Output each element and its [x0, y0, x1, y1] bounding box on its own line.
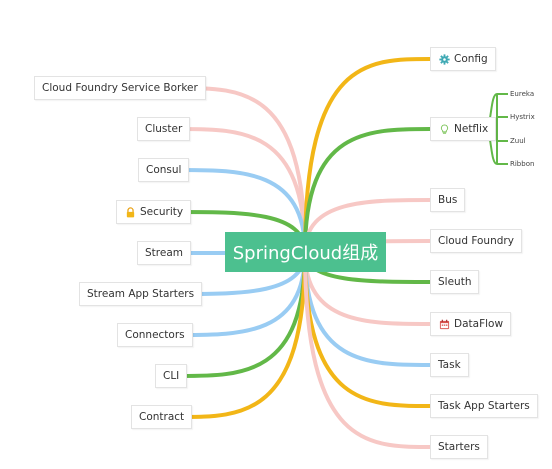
node-netflix[interactable]: Netflix	[430, 117, 497, 141]
node-task[interactable]: Task	[430, 353, 469, 377]
connector-left-1	[178, 127, 307, 254]
netflix-child-hystrix[interactable]: Hystrix	[510, 113, 535, 121]
lightbulb-icon	[438, 123, 450, 135]
node-label: Starters	[438, 441, 480, 453]
node-consul[interactable]: Consul	[138, 158, 190, 182]
connector-left-2	[178, 168, 307, 254]
node-label: Task App Starters	[438, 400, 530, 412]
node-label: Stream	[145, 247, 183, 259]
netflix-child-ribbon[interactable]: Ribbon	[510, 160, 535, 168]
node-cloud-foundry-service-borker[interactable]: Cloud Foundry Service Borker	[34, 76, 206, 100]
center-topic[interactable]: SpringCloud组成	[225, 232, 386, 272]
node-label: Cluster	[145, 123, 183, 135]
node-task-app-starters[interactable]: Task App Starters	[430, 394, 538, 418]
node-dataflow[interactable]: DataFlow	[430, 312, 512, 336]
connector-right-0	[303, 57, 432, 254]
node-label: Stream App Starters	[87, 288, 195, 300]
node-stream[interactable]: Stream	[137, 241, 191, 265]
connector-right-1	[303, 127, 432, 254]
node-label: Consul	[146, 164, 182, 176]
node-label: Sleuth	[438, 276, 472, 288]
calendar-icon	[438, 318, 450, 330]
node-label: Contract	[139, 411, 185, 423]
node-label: Bus	[438, 194, 458, 206]
node-connectors[interactable]: Connectors	[117, 323, 193, 347]
node-label: Netflix	[454, 123, 489, 135]
node-cli[interactable]: CLI	[155, 364, 188, 388]
node-label: Task	[438, 359, 461, 371]
node-label: CLI	[163, 370, 180, 382]
center-topic-label: SpringCloud组成	[232, 243, 379, 264]
netflix-child-eureka[interactable]: Eureka	[510, 90, 535, 98]
node-contract[interactable]: Contract	[131, 405, 193, 429]
node-bus[interactable]: Bus	[430, 188, 466, 212]
connector-left-8	[178, 250, 307, 419]
node-label: Connectors	[125, 329, 185, 341]
connector-right-8	[303, 250, 432, 449]
node-stream-app-starters[interactable]: Stream App Starters	[79, 282, 203, 306]
node-starters[interactable]: Starters	[430, 435, 488, 459]
node-cluster[interactable]: Cluster	[137, 117, 191, 141]
node-security[interactable]: Security	[116, 200, 192, 224]
node-label: Cloud Foundry Service Borker	[42, 82, 198, 94]
node-label: Security	[140, 206, 184, 218]
node-label: Cloud Foundry	[438, 235, 514, 247]
gear-icon	[438, 53, 450, 65]
node-label: Config	[454, 53, 488, 65]
netflix-child-zuul[interactable]: Zuul	[510, 137, 526, 145]
node-sleuth[interactable]: Sleuth	[430, 270, 480, 294]
node-cloud-foundry[interactable]: Cloud Foundry	[430, 229, 522, 253]
lock-icon	[124, 206, 136, 218]
node-label: DataFlow	[454, 318, 504, 330]
node-config[interactable]: Config	[430, 47, 496, 71]
